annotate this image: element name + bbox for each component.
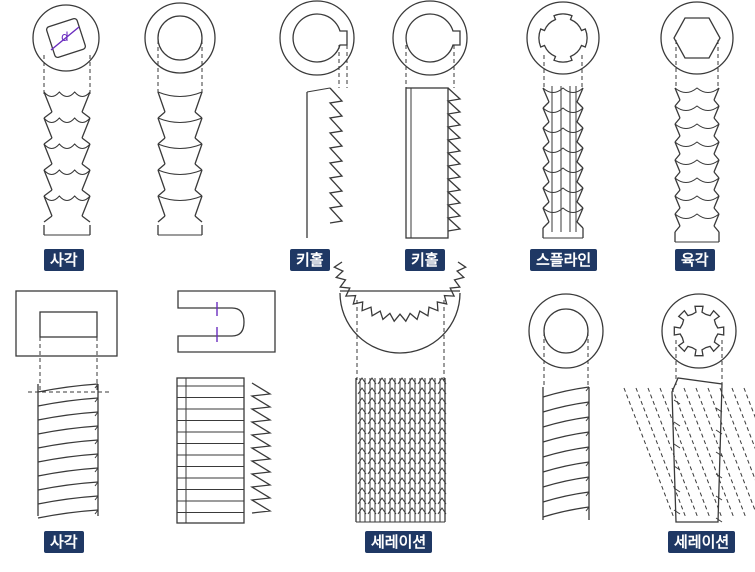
round-helix-broach [528,293,604,520]
slot-broach-body [177,378,244,523]
square-broach-bottom [15,290,118,519]
serration-b-body [623,377,755,523]
square-workpiece [15,290,118,357]
serration-b-star-hole [673,305,725,357]
square-broach-end-view [32,4,100,72]
square-broach-body [43,91,91,236]
hex-hole [673,17,721,59]
label-hex: 육각 [675,249,715,271]
serration-b-outer-circle [661,293,737,369]
dimension-mark: d [61,30,69,44]
round-helix-outer-circle [528,293,604,369]
keyhole-broach-b [392,0,468,239]
hex-outer-circle [660,1,734,75]
label-square-bottom: 사각 [44,531,84,553]
round-broach-body [157,91,203,236]
round-broach-outer-circle [144,2,216,74]
keyhole-a-teeth [328,87,344,224]
keyhole-b-hole [405,13,461,63]
keyhole-b-outer-circle [392,0,468,76]
round-broach [144,2,216,236]
square-hole-outline [45,17,87,59]
spline-broach [526,1,600,239]
round-broach-inner-circle [157,15,203,61]
slot-broach [176,290,276,524]
serration-broach-a [332,261,468,523]
slot-broach-teeth [250,382,272,514]
spline-hole [538,13,588,63]
dimension-line [50,26,80,51]
label-serration-a: 세레이션 [365,531,433,553]
label-keyhole-a: 키홀 [290,249,330,271]
serration-a-body [355,377,447,523]
label-spline: 스플라인 [530,249,598,271]
keyhole-a-hole [292,13,348,63]
label-keyhole-b: 키홀 [405,249,445,271]
hex-broach [660,1,734,243]
hex-broach-body [674,87,720,243]
square-broach-top: d [32,4,100,236]
keyhole-broach-a [279,0,355,238]
spline-outer-circle [526,1,600,75]
label-square-top: 사각 [44,249,84,271]
keyhole-a-outer-circle [279,0,355,76]
serration-broach-b [623,293,755,523]
serration-a-gear [332,261,468,323]
square-workpiece-hole [39,311,98,338]
round-helix-body [542,386,590,520]
keyhole-b-teeth [410,87,462,238]
slot-workpiece [177,290,276,353]
round-helix-inner-circle [543,308,589,354]
square-broach-helix [37,383,99,519]
spline-broach-body [542,86,584,239]
serration-a-workpiece [339,292,461,354]
label-serration-b: 세레이션 [668,531,736,553]
